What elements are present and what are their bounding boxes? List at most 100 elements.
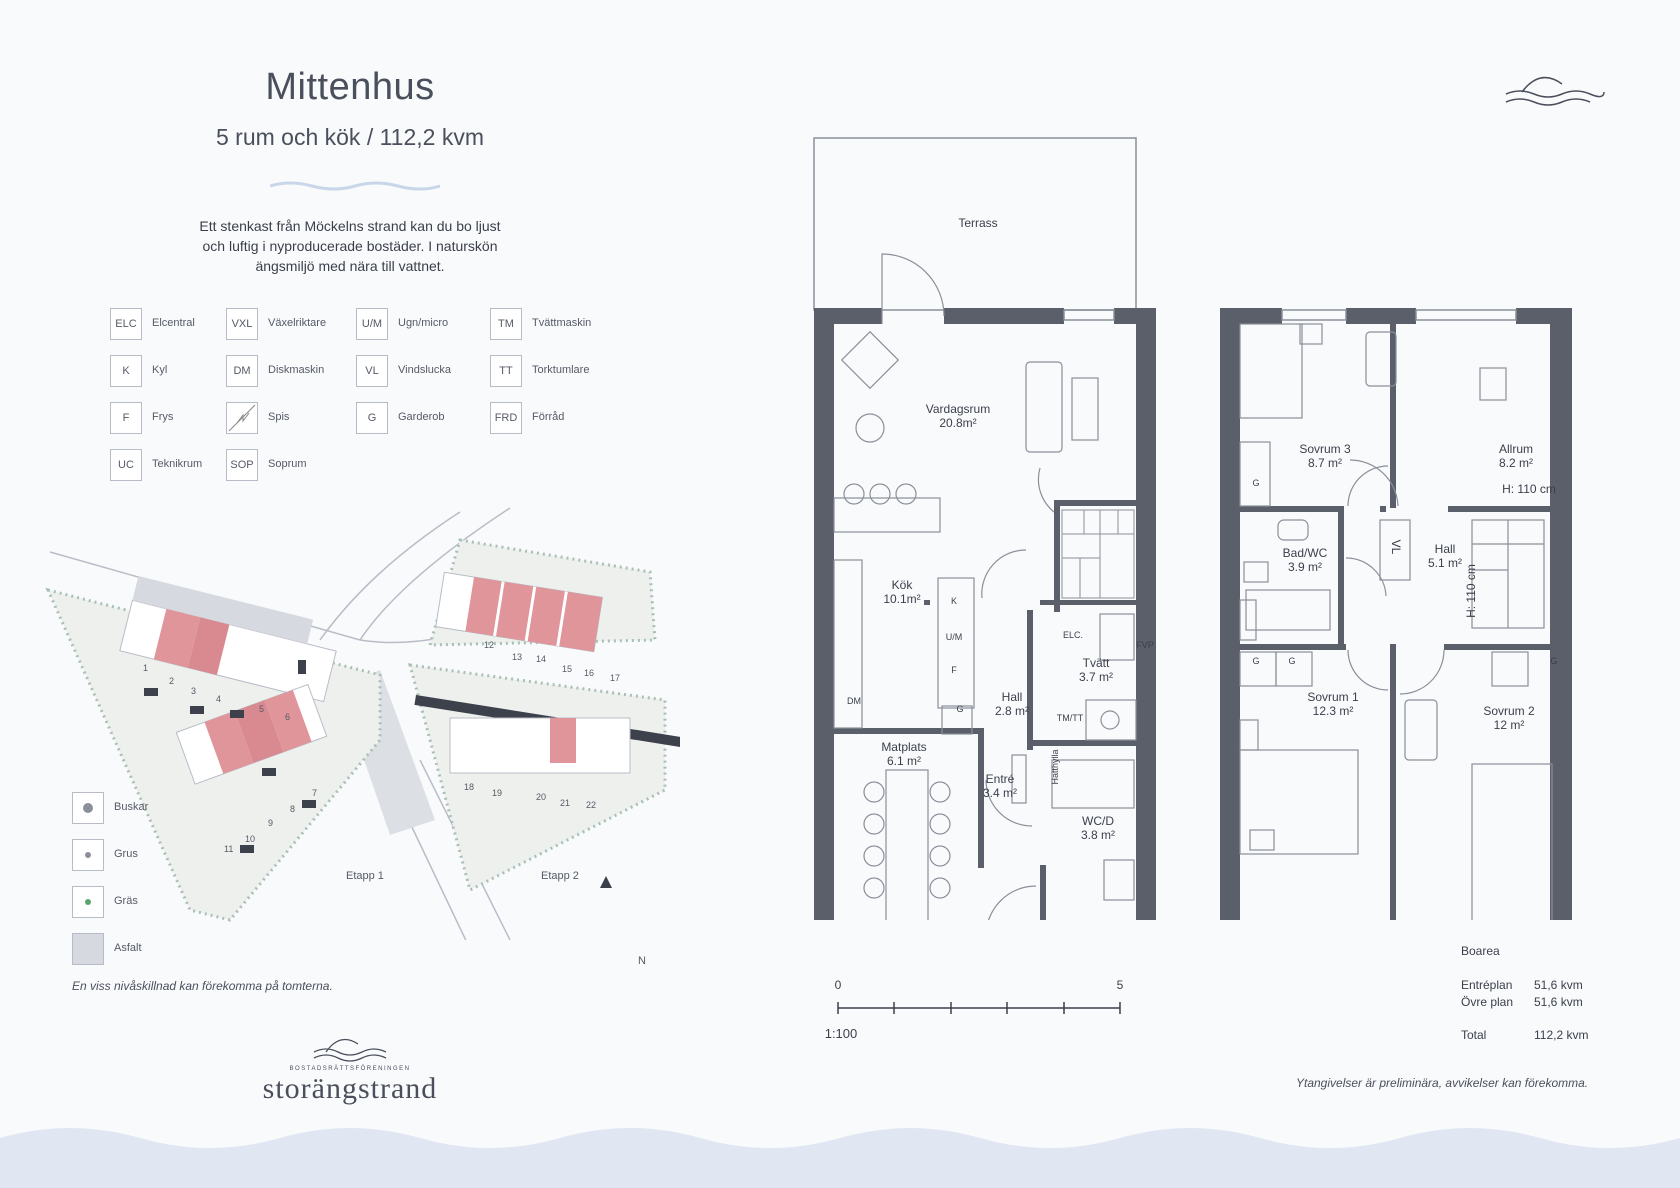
lot-number: 15 bbox=[562, 664, 573, 674]
legend-symbol-sop: SOP bbox=[226, 449, 258, 481]
site-legend-label: Buskar bbox=[114, 801, 149, 813]
lot-number: 20 bbox=[536, 792, 547, 802]
site-legend-swatch bbox=[72, 792, 104, 824]
legend-label: Garderob bbox=[398, 411, 445, 423]
legend-label: Förråd bbox=[532, 411, 565, 423]
legend-label: Kyl bbox=[152, 364, 168, 376]
label-terrace: Terrass bbox=[958, 216, 998, 230]
brand-name: storängstrand bbox=[262, 1072, 438, 1105]
lot-number: 9 bbox=[268, 818, 274, 828]
label-hatthylla: Hatthylla bbox=[1050, 749, 1060, 785]
lot-number: 12 bbox=[484, 640, 495, 650]
label-g-sovrum1b: G bbox=[1288, 656, 1296, 666]
site-legend-swatch bbox=[72, 933, 104, 965]
lot-number: 7 bbox=[312, 788, 318, 798]
legend-symbol-spis bbox=[226, 402, 258, 434]
site-legend-label: Asfalt bbox=[114, 942, 142, 954]
lot-number: 8 bbox=[290, 804, 296, 814]
label-g-sovrum3: G bbox=[1252, 478, 1260, 488]
legend-label: Soprum bbox=[268, 458, 307, 470]
legend-label: Spis bbox=[268, 411, 290, 423]
legend-label: Teknikrum bbox=[152, 458, 203, 470]
label-entre: Entré 3.4 m² bbox=[982, 772, 1017, 800]
site-legend-swatch bbox=[72, 839, 104, 871]
boarea-row-value: 51,6 kvm bbox=[1534, 995, 1583, 1009]
lot-number: 13 bbox=[512, 652, 523, 662]
stage1-label: Etapp 1 bbox=[346, 870, 384, 882]
boarea-row-label: Övre plan bbox=[1461, 995, 1514, 1009]
label-allrum: Allrum 8.2 m² bbox=[1498, 442, 1533, 470]
lot-number: 4 bbox=[216, 694, 222, 704]
lot-number: 16 bbox=[584, 668, 595, 678]
site-legend-label: Gräs bbox=[114, 895, 138, 907]
label-k: K bbox=[950, 596, 957, 606]
legend-label: Tvättmaskin bbox=[532, 317, 592, 329]
label-elc: ELC. bbox=[1062, 630, 1083, 640]
legend-label: Elcentral bbox=[152, 317, 195, 329]
legend-symbol-g: G bbox=[356, 402, 388, 434]
label-wcd: WC/D 3.8 m² bbox=[1080, 814, 1115, 842]
legend-symbol-vxl: VXL bbox=[226, 308, 258, 340]
page-title: Mittenhus bbox=[265, 66, 435, 108]
site-legend-label: Grus bbox=[114, 848, 138, 860]
label-tvatt: Tvätt 3.7 m² bbox=[1078, 656, 1113, 684]
label-f: F bbox=[951, 665, 957, 675]
legend-symbol-frd: FRD bbox=[490, 402, 522, 434]
lot-number: 14 bbox=[536, 654, 547, 664]
label-tmtt: TM/TT bbox=[1056, 713, 1084, 723]
lot-number: 17 bbox=[610, 673, 621, 683]
boarea-disclaimer: Ytangivelser är preliminära, avvikelser … bbox=[1296, 1076, 1589, 1090]
label-sovrum3: Sovrum 3 8.7 m² bbox=[1299, 442, 1351, 470]
label-sovrum2: Sovrum 2 12 m² bbox=[1483, 704, 1535, 732]
label-g-sovrum2: G bbox=[1550, 656, 1558, 666]
lot-number: 3 bbox=[191, 686, 197, 696]
label-g-sovrum1a: G bbox=[1252, 656, 1260, 666]
legend-label: Torktumlare bbox=[532, 364, 590, 376]
legend-symbol-tt: TT bbox=[490, 355, 522, 387]
intro-text: Ett stenkast från Möckelns strand kan du… bbox=[199, 218, 501, 274]
legend-symbol-uc: UC bbox=[110, 449, 142, 481]
stage2-label: Etapp 2 bbox=[541, 870, 579, 882]
page-subtitle: 5 rum och kök / 112,2 kvm bbox=[215, 124, 484, 150]
lot-number: 6 bbox=[285, 712, 291, 722]
stove-icon bbox=[228, 404, 256, 432]
label-fvp: FVP bbox=[1136, 640, 1154, 650]
label-vl: VL bbox=[1389, 539, 1403, 555]
label-hall-upper: Hall 5.1 m² bbox=[1427, 542, 1462, 570]
lot-number: 2 bbox=[169, 676, 175, 686]
scale-start: 0 bbox=[834, 978, 842, 992]
lot-number: 5 bbox=[259, 704, 265, 714]
legend-symbol-f: F bbox=[110, 402, 142, 434]
legend-label: Ugn/micro bbox=[398, 317, 449, 329]
label-height-allrum: H: 110 cm bbox=[1502, 482, 1556, 496]
bottom-wave-decoration bbox=[0, 1128, 1680, 1188]
legend-symbol-vl: VL bbox=[356, 355, 388, 387]
boarea-heading: Boarea bbox=[1461, 944, 1500, 958]
title-wave-divider bbox=[270, 181, 440, 191]
legend-label: Växelriktare bbox=[268, 317, 327, 329]
boarea-row-label: Entréplan bbox=[1461, 978, 1513, 992]
brand-tagline: BOSTADSRÄTTSFÖRENINGEN bbox=[289, 1066, 411, 1072]
site-note: En viss nivåskillnad kan förekomma på to… bbox=[72, 979, 333, 993]
lot-number: 21 bbox=[560, 798, 571, 808]
legend-symbol-tm: TM bbox=[490, 308, 522, 340]
lot-number: 1 bbox=[143, 663, 149, 673]
label-um: U/M bbox=[945, 632, 963, 642]
label-vardagsrum: Vardagsrum 20.8m² bbox=[925, 402, 991, 430]
legend-symbol-dm: DM bbox=[226, 355, 258, 387]
floor-plan bbox=[813, 137, 1572, 920]
label-hall-ground: Hall 2.8 m² bbox=[994, 690, 1029, 718]
site-map bbox=[45, 507, 680, 940]
lot-number: 11 bbox=[224, 844, 234, 854]
north-label: N bbox=[638, 955, 646, 967]
scale-ratio: 1:100 bbox=[824, 1026, 858, 1041]
boarea-total-value: 112,2 kvm bbox=[1534, 1028, 1589, 1042]
legend-symbol-k: K bbox=[110, 355, 142, 387]
scale-bar bbox=[837, 1002, 1121, 1014]
site-legend-swatch bbox=[72, 886, 104, 918]
label-g-ground: G bbox=[956, 704, 964, 714]
scale-end: 5 bbox=[1116, 978, 1124, 992]
label-sovrum1: Sovrum 1 12.3 m² bbox=[1307, 690, 1359, 718]
lot-number: 22 bbox=[586, 800, 597, 810]
boarea-total-label: Total bbox=[1461, 1028, 1487, 1042]
